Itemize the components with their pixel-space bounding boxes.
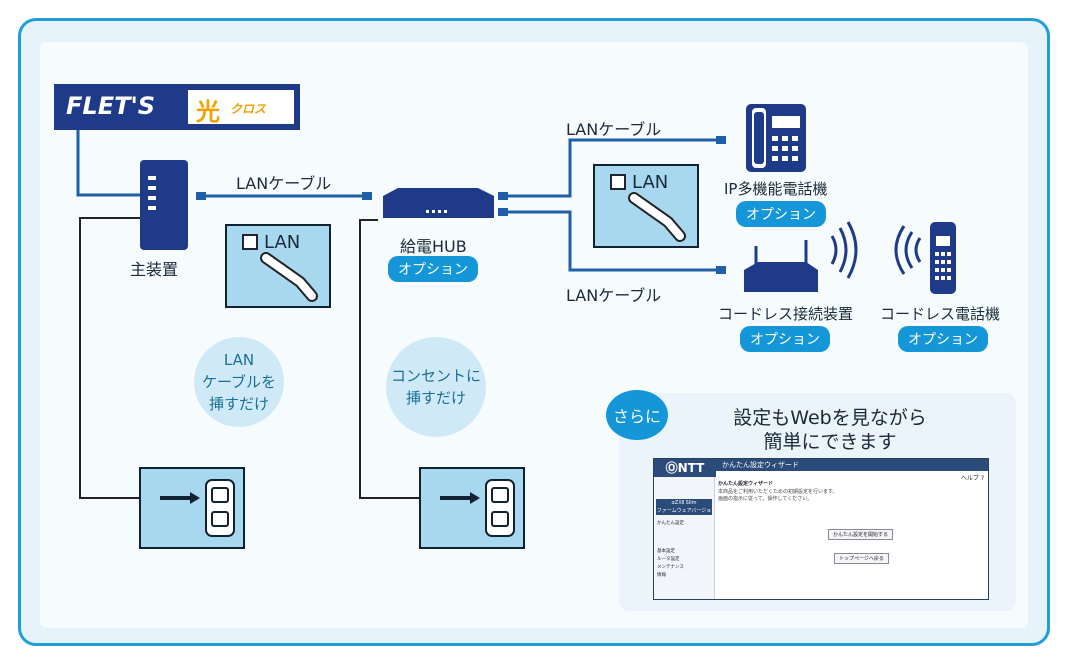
help-link[interactable]: ヘルプ ? xyxy=(960,475,984,482)
cordless-phone-icon xyxy=(894,222,956,294)
sidebar-item-easy-setup[interactable]: かんたん設定 xyxy=(657,521,684,526)
power-cord-hub xyxy=(359,219,440,499)
lan-port-box-left xyxy=(225,224,331,308)
hub-option-badge: オプション xyxy=(388,256,478,282)
lan-cable-label-upper: LANケーブル xyxy=(566,120,662,139)
outlet-plug-only-note: コンセントに 挿すだけ xyxy=(386,337,486,437)
cordless-phone-option-badge: オプション xyxy=(898,326,988,352)
flets-hikari-cross-logo: FLET'S 光 クロス xyxy=(54,84,300,130)
cordless-base-label: コードレス接続装置 xyxy=(718,305,854,323)
lan-cable-label-center: LANケーブル xyxy=(236,174,332,193)
lan-port-box-right xyxy=(593,164,699,248)
sidebar-item-router-setup[interactable]: ルータ設定 xyxy=(657,557,680,562)
firmware-model: αZXⅡ Slim xyxy=(671,500,697,506)
ip-phone-icon xyxy=(746,104,806,172)
outlet-box-right xyxy=(419,467,525,549)
cordless-base-option-badge: オプション xyxy=(740,326,830,352)
lan-port-label-left: LAN xyxy=(264,232,301,253)
logo-kana: クロス xyxy=(230,102,267,116)
web-setup-title-line2: 簡単にできます xyxy=(763,431,897,453)
ntt-logo: ⓄNTT xyxy=(654,459,716,477)
firmware-box: αZXⅡ Slim ファームウェアバージョン xyxy=(656,499,712,522)
lan-line-hub-base xyxy=(508,210,720,272)
logo-kanji: 光 xyxy=(196,98,220,126)
sidebar-item-maintenance[interactable]: メンテナンス xyxy=(657,565,684,570)
lan-cable-label-lower: LANケーブル xyxy=(566,286,662,305)
wizard-title-bar: かんたん設定ウィザード xyxy=(716,459,988,471)
web-setup-title: 設定もWebを見ながら 簡単にできます xyxy=(680,406,980,454)
main-unit-icon xyxy=(140,160,188,250)
cordless-phone-label: コードレス電話機 xyxy=(880,305,1001,323)
plug-end xyxy=(196,192,206,200)
main-unit-label: 主装置 xyxy=(130,260,179,279)
plug-end xyxy=(362,192,372,200)
cordless-base-icon xyxy=(744,221,858,292)
outlet-box-left xyxy=(139,467,245,549)
logo-brand: FLET'S xyxy=(66,92,156,120)
wizard-sidebar: αZXⅡ Slim ファームウェアバージョン かんたん設定 基本設定 ルータ設定… xyxy=(654,477,715,599)
sidebar-item-info[interactable]: 情報 xyxy=(657,573,666,578)
firmware-version-label: ファームウェアバージョン xyxy=(656,508,712,522)
lan-port-label-right: LAN xyxy=(632,172,669,193)
hub-icon xyxy=(383,188,494,218)
wizard-main-line2: 画面の指示に従って、操作してください。 xyxy=(718,496,813,502)
fiber-line xyxy=(76,128,140,197)
back-to-top-button[interactable]: トップページへ戻る xyxy=(834,553,889,564)
sidebar-item-basic-setup[interactable]: 基本設定 xyxy=(657,549,675,554)
ip-phone-option-badge: オプション xyxy=(736,201,826,227)
sarani-badge: さらに xyxy=(606,390,668,440)
ip-phone-label: IP多機能電話機 xyxy=(724,180,828,198)
hub-label: 給電HUB xyxy=(400,237,467,256)
setup-wizard-screenshot: ⓄNTT かんたん設定ウィザード ヘルプ ? αZXⅡ Slim ファームウェア… xyxy=(653,458,989,600)
wizard-main-line1: 本商品をご利用いただくための初期設定を行います。 xyxy=(718,489,838,495)
start-easy-setup-button[interactable]: かんたん設定を開始する xyxy=(828,529,894,540)
lan-plug-only-note: LAN ケーブルを 挿すだけ xyxy=(194,337,284,427)
lan-line-hub-phone xyxy=(508,138,720,198)
web-setup-title-line1: 設定もWebを見ながら xyxy=(733,407,927,429)
power-cord-main xyxy=(79,217,165,499)
wizard-main-title: かんたん設定ウィザード xyxy=(718,481,774,487)
